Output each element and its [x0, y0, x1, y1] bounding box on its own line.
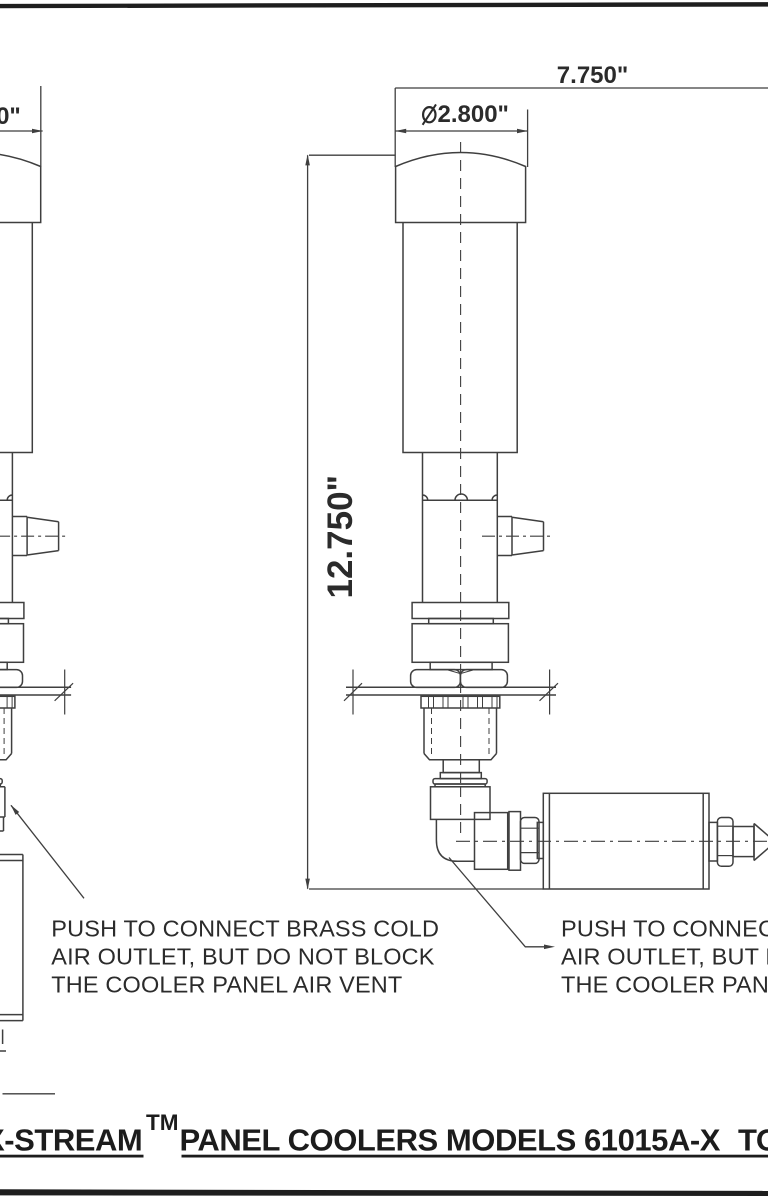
svg-text:2.800": 2.800" [438, 101, 509, 128]
svg-text:THE COOLER PANEL AIR VENT: THE COOLER PANEL AIR VENT [51, 971, 402, 997]
svg-text:PUSH TO CONNECT BRASS COLD: PUSH TO CONNECT BRASS COLD [561, 915, 768, 941]
svg-text:PUSH TO CONNECT BRASS COLD: PUSH TO CONNECT BRASS COLD [51, 915, 439, 941]
svg-text:THE COOLER PANEL AIR VENT: THE COOLER PANEL AIR VENT [561, 971, 768, 997]
svg-text:12.750": 12.750" [321, 475, 360, 599]
svg-text:X-STREAM: X-STREAM [0, 1123, 142, 1158]
svg-text:TO 6: TO 6 [738, 1123, 768, 1158]
svg-text:7.750": 7.750" [557, 62, 628, 89]
svg-text:2.800": 2.800" [0, 103, 21, 130]
svg-text:AIR OUTLET, BUT DO NOT BLOCK: AIR OUTLET, BUT DO NOT BLOCK [51, 943, 434, 969]
svg-text:PANEL COOLERS MODELS 61015A-X: PANEL COOLERS MODELS 61015A-X [180, 1123, 721, 1158]
svg-text:AIR OUTLET, BUT DO NOT BLOCK: AIR OUTLET, BUT DO NOT BLOCK [561, 943, 768, 969]
svg-text:TM: TM [146, 1110, 179, 1135]
